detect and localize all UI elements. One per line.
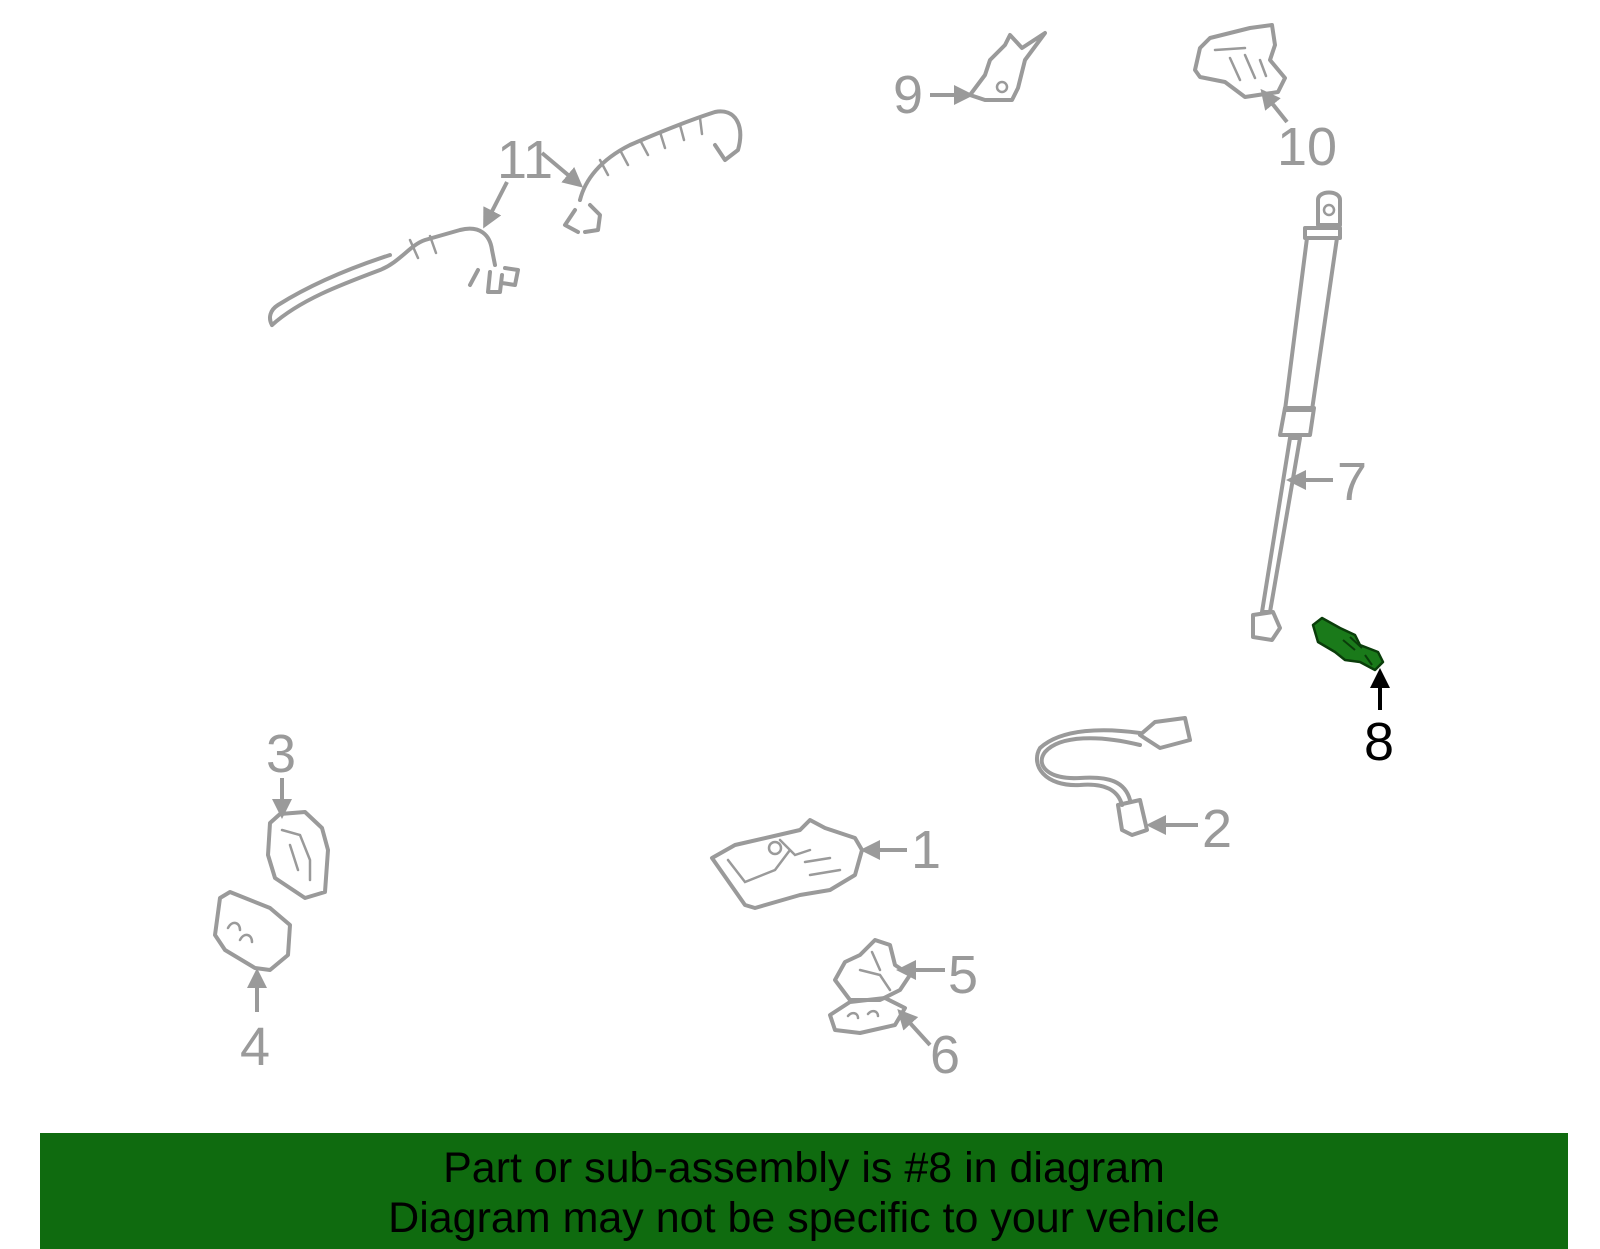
part-5-bracket xyxy=(833,938,912,1002)
part-1-latch-assembly xyxy=(710,818,864,910)
part-6-plate xyxy=(828,996,907,1035)
banner-line-1: Part or sub-assembly is #8 in diagram xyxy=(443,1144,1165,1192)
part-8-ball-stud xyxy=(1311,616,1385,672)
callout-5: 5 xyxy=(948,945,978,1005)
callout-9: 9 xyxy=(893,65,923,125)
callout-10: 10 xyxy=(1277,117,1337,177)
callout-2: 2 xyxy=(1202,799,1232,859)
part-7-lift-support-strut xyxy=(1251,190,1342,642)
part-10-bracket xyxy=(1193,23,1287,99)
callout-1: 1 xyxy=(911,820,941,880)
callout-6: 6 xyxy=(930,1025,960,1085)
callout-8: 8 xyxy=(1364,712,1394,772)
banner-line-2: Diagram may not be specific to your vehi… xyxy=(388,1194,1220,1242)
callout-11: 11 xyxy=(497,130,553,190)
part-11-wiring-harness xyxy=(268,109,743,327)
part-3-cover xyxy=(266,810,330,900)
info-banner: Part or sub-assembly is #8 in diagram Di… xyxy=(40,1133,1568,1249)
callout-7: 7 xyxy=(1337,452,1367,512)
callout-3: 3 xyxy=(266,724,296,784)
part-4-switch-pad xyxy=(213,890,292,972)
callout-4: 4 xyxy=(240,1017,270,1077)
part-2-sensor-with-lead xyxy=(1034,716,1192,837)
part-9-bracket xyxy=(968,31,1047,102)
